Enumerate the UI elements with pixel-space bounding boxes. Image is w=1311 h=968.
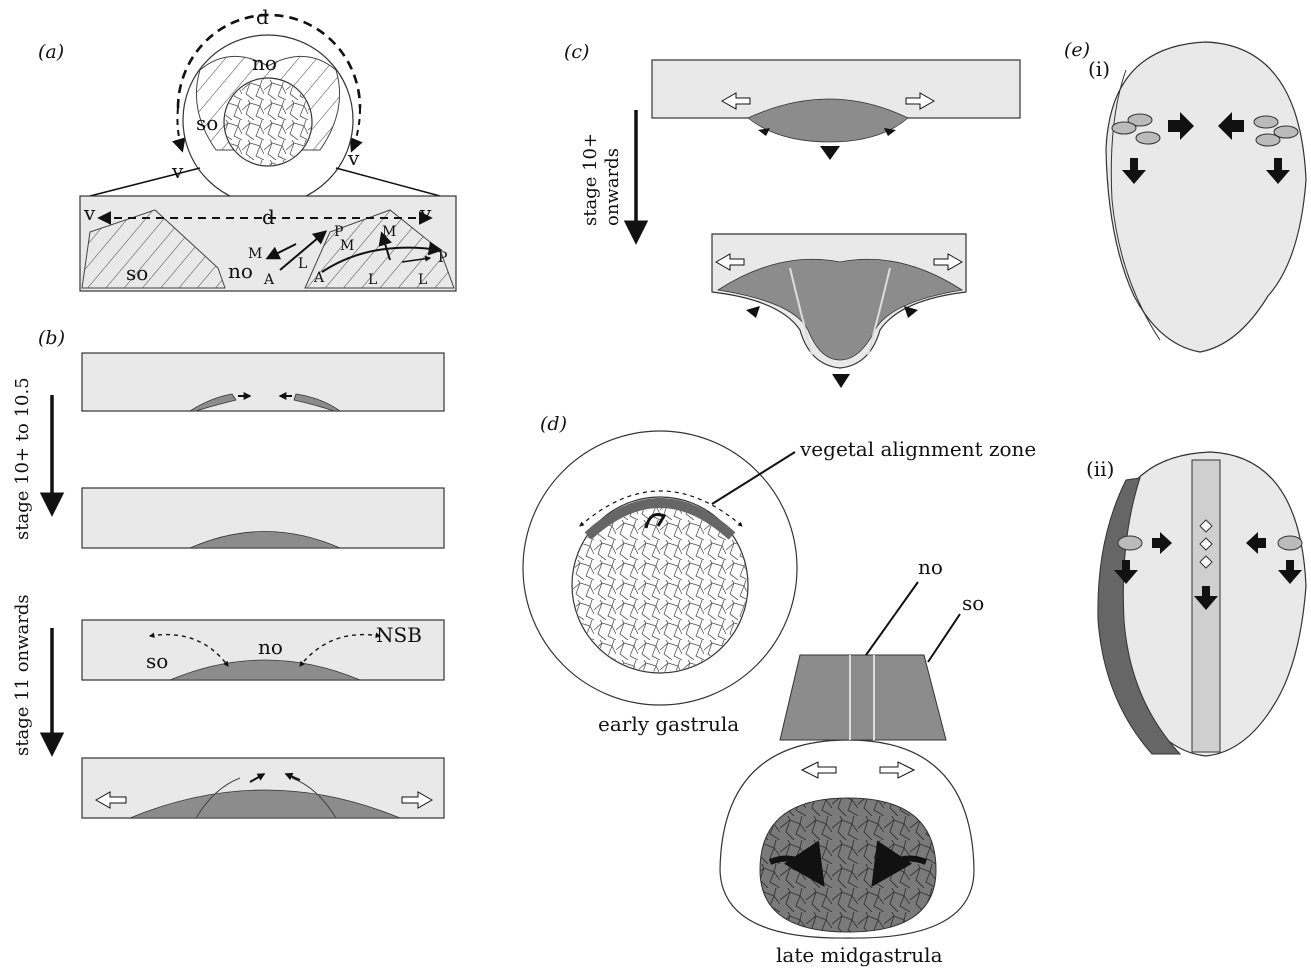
e2-cell-right xyxy=(1278,536,1302,550)
panel-c: (c) stage 10+ onwards xyxy=(564,41,1020,388)
d-label-so: so xyxy=(962,591,984,615)
panel-b-tag: (b) xyxy=(38,327,65,349)
panel-e: (e) (i) (ii) xyxy=(1064,39,1306,756)
c-stage-line2: onwards xyxy=(602,148,623,226)
label-no: no xyxy=(252,51,277,75)
b-stage-top: stage 10+ to 10.5 xyxy=(12,377,33,540)
e1-cell-4 xyxy=(1254,116,1278,128)
e-label-ii: (ii) xyxy=(1086,457,1114,481)
d-late-yolk xyxy=(760,798,936,932)
panel-d-tag: (d) xyxy=(540,413,567,435)
label-strip-no: no xyxy=(228,259,253,283)
panel-e-tag: (e) xyxy=(1064,39,1090,61)
label-M1: M xyxy=(248,246,262,262)
panel-a-tag: (a) xyxy=(38,41,64,63)
d-label-late: late midgastrula xyxy=(776,943,943,967)
e1-embryo xyxy=(1106,42,1306,352)
panel-c-tag: (c) xyxy=(564,41,589,63)
panel-d: (d) vegetal alignment zone early gastrul… xyxy=(523,413,1036,967)
projection-line-right xyxy=(336,168,440,196)
label-L3: L xyxy=(418,272,427,288)
c2-solid-down xyxy=(832,374,850,388)
d-label-early: early gastrula xyxy=(598,712,739,736)
panel-b: (b) stage 10+ to 10.5 so no NSB stage 11… xyxy=(12,327,444,818)
label-v-left: v xyxy=(171,159,184,183)
label-M3: M xyxy=(382,224,396,240)
label-L1: L xyxy=(298,256,307,272)
c2-solid-left xyxy=(746,306,760,318)
c1-solid-left xyxy=(758,128,770,136)
label-P2: P xyxy=(438,250,447,266)
projection-line-left xyxy=(90,168,200,196)
b-box-1 xyxy=(82,353,444,411)
arc-arrow-left xyxy=(177,108,182,150)
b3-label-no: no xyxy=(258,635,283,659)
yolk-cells xyxy=(225,79,311,165)
label-strip-v-left: v xyxy=(83,201,96,225)
d-label-no: no xyxy=(918,555,943,579)
b3-label-so: so xyxy=(146,649,168,673)
e1-cell-6 xyxy=(1256,134,1280,146)
e-label-i: (i) xyxy=(1088,57,1110,81)
e2-cell-left xyxy=(1118,536,1142,550)
e1-cell-3 xyxy=(1136,132,1160,144)
label-strip-so: so xyxy=(126,261,148,285)
label-strip-d: d xyxy=(262,205,275,229)
e1-cell-2 xyxy=(1112,122,1136,134)
b-stage-bottom: stage 11 onwards xyxy=(12,594,33,756)
b3-label-nsb: NSB xyxy=(376,623,422,647)
c-stage-line1: stage 10+ xyxy=(580,133,601,226)
d-late-strip xyxy=(780,655,946,740)
c1-solid-down xyxy=(820,146,840,160)
label-M2: M xyxy=(340,238,354,254)
label-d-top: d xyxy=(256,5,269,29)
label-so: so xyxy=(196,111,218,135)
label-v-right: v xyxy=(347,146,360,170)
label-A1: A xyxy=(263,272,275,288)
label-L2: L xyxy=(368,272,377,288)
d-label-vegetal: vegetal alignment zone xyxy=(799,437,1036,461)
c2-solid-right xyxy=(904,306,918,318)
panel-a: (a) d no so v v v v d so no M L A P M M … xyxy=(38,5,456,291)
label-A2: A xyxy=(313,270,325,286)
d-so-leader xyxy=(928,614,960,662)
d-no-leader xyxy=(866,582,918,655)
label-strip-v-right: v xyxy=(419,201,432,225)
